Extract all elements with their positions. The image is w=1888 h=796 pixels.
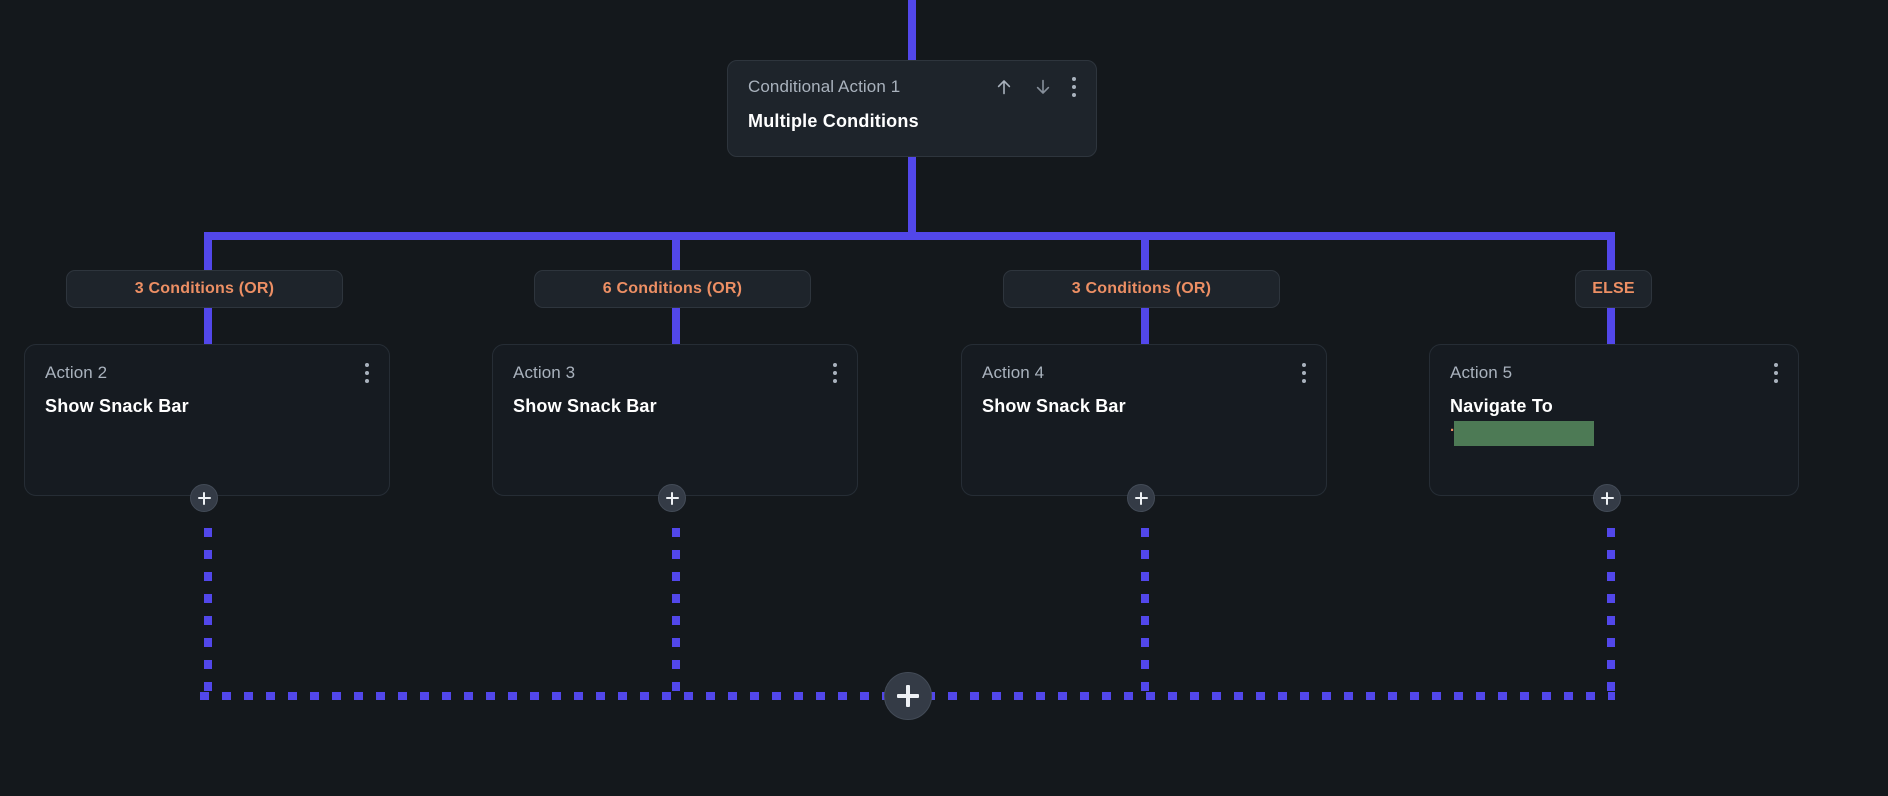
action-card-header: Action 2 [45, 363, 369, 383]
connector-badge-to-action-4 [1607, 308, 1615, 348]
action-card-label: Action 4 [982, 363, 1045, 382]
branch-condition-badge[interactable]: 3 Conditions (OR) [1003, 270, 1280, 308]
action-card-title: Show Snack Bar [513, 396, 657, 416]
connector-badge-to-action-2 [672, 308, 680, 348]
connector-merge-drop-4 [1607, 528, 1615, 696]
conditional-action-header: Conditional Action 1 [748, 77, 1076, 97]
redaction-overlay [1454, 421, 1594, 446]
action-card-subtitle: · [1450, 422, 1455, 439]
kebab-menu-icon[interactable] [365, 363, 369, 383]
conditional-action-controls [994, 77, 1076, 97]
action-card-container: Action 3 Show Snack Bar [492, 344, 858, 496]
conditional-action-title: Multiple Conditions [748, 111, 919, 131]
action-card[interactable]: Action 4 Show Snack Bar [961, 344, 1327, 496]
action-card-label: Action 2 [45, 363, 108, 382]
branch-condition-badge[interactable]: 3 Conditions (OR) [66, 270, 343, 308]
action-card-header: Action 3 [513, 363, 837, 383]
connector-branch-drop-4 [1607, 232, 1615, 272]
action-card[interactable]: Action 2 Show Snack Bar [24, 344, 390, 496]
add-action-button[interactable] [190, 484, 218, 512]
connector-branch-drop-1 [204, 232, 212, 272]
action-card-container: Action 5 Navigate To · [1429, 344, 1799, 496]
connector-merge-drop-3 [1141, 528, 1149, 696]
kebab-menu-icon[interactable] [1302, 363, 1306, 383]
conditional-action-label: Conditional Action 1 [748, 77, 901, 96]
action-card-subtitle-row: · [1450, 421, 1778, 446]
add-action-button[interactable] [1593, 484, 1621, 512]
action-card-container: Action 4 Show Snack Bar [961, 344, 1327, 496]
connector-trunk-bottom [908, 155, 916, 240]
action-card-container: Action 2 Show Snack Bar [24, 344, 390, 496]
action-card-header: Action 4 [982, 363, 1306, 383]
kebab-menu-icon[interactable] [833, 363, 837, 383]
add-action-button[interactable] [1127, 484, 1155, 512]
add-action-button[interactable] [658, 484, 686, 512]
arrow-down-icon[interactable] [1033, 77, 1053, 97]
connector-branch-drop-3 [1141, 232, 1149, 272]
action-card[interactable]: Action 3 Show Snack Bar [492, 344, 858, 496]
action-card-title: Navigate To [1450, 396, 1553, 416]
branch-condition-badge[interactable]: 6 Conditions (OR) [534, 270, 811, 308]
connector-badge-to-action-1 [204, 308, 212, 348]
connector-badge-to-action-3 [1141, 308, 1149, 348]
arrow-up-icon[interactable] [994, 77, 1014, 97]
connector-merge-drop-2 [672, 528, 680, 696]
connector-trunk-top [908, 0, 916, 62]
action-card-label: Action 3 [513, 363, 576, 382]
kebab-menu-icon[interactable] [1774, 363, 1778, 383]
branch-else-badge[interactable]: ELSE [1575, 270, 1652, 308]
conditional-action-card[interactable]: Conditional Action 1 Multiple Conditions [727, 60, 1097, 157]
action-card-title: Show Snack Bar [45, 396, 189, 416]
add-action-after-conditional-button[interactable] [884, 672, 932, 720]
action-card-header: Action 5 [1450, 363, 1778, 383]
connector-branch-bar [204, 232, 1615, 240]
connector-merge-drop-1 [204, 528, 212, 696]
action-card-title: Show Snack Bar [982, 396, 1126, 416]
action-card[interactable]: Action 5 Navigate To · [1429, 344, 1799, 496]
connector-branch-drop-2 [672, 232, 680, 272]
action-card-label: Action 5 [1450, 363, 1513, 382]
kebab-menu-icon[interactable] [1072, 77, 1076, 97]
